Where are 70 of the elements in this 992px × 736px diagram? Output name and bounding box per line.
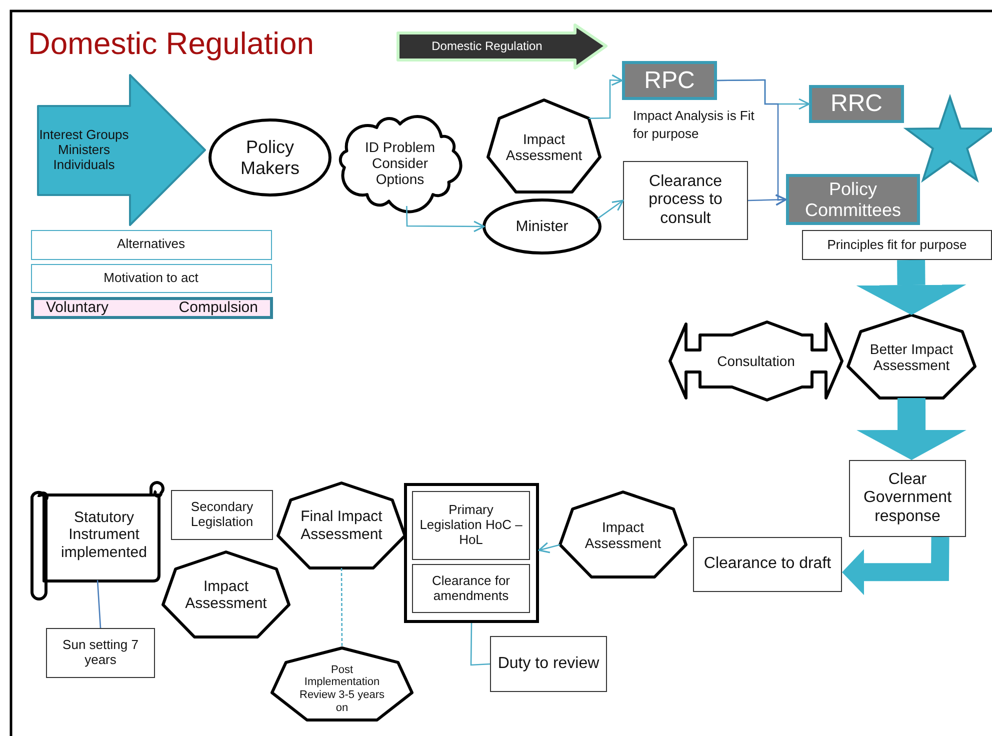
- banner: [397, 24, 608, 69]
- process-box: [809, 85, 904, 123]
- connector-line: [470, 623, 490, 666]
- heptagon-node: [488, 100, 600, 192]
- node-label: Motivation to act: [104, 270, 198, 286]
- arrow: [597, 200, 624, 220]
- heptagon-node: [163, 552, 289, 637]
- node-label: Alternatives: [117, 237, 185, 252]
- node-label: Final Impact Assessment: [300, 508, 384, 543]
- arrow: [406, 206, 485, 232]
- node-label: Statutory Instrument implemented: [60, 509, 148, 561]
- group-box: [404, 483, 539, 623]
- node-label: Consultation: [717, 352, 795, 370]
- process-box: [490, 636, 607, 692]
- node-label: Minister: [516, 218, 568, 236]
- process-box: [802, 230, 992, 260]
- double-arrow-node: [670, 322, 842, 400]
- connector-line: [340, 568, 343, 648]
- process-box: [171, 490, 273, 540]
- node-label: Clear Government response: [862, 470, 953, 526]
- node-label: Post Implementation Review 3-5 years on: [298, 664, 386, 714]
- node-label: RPC: [644, 66, 695, 94]
- block-arrow-connector: [856, 398, 967, 460]
- arrow: [748, 194, 787, 206]
- scroll-node: [30, 483, 165, 600]
- process-box: [412, 491, 530, 560]
- process-box: [693, 537, 842, 592]
- text-panel: [38, 75, 205, 225]
- node-label: Compulsion: [178, 299, 258, 317]
- node-label: Impact Assessment: [504, 130, 584, 164]
- process-box: [623, 161, 748, 240]
- title: Domestic Regulation: [28, 26, 314, 62]
- arrow: [538, 542, 560, 554]
- node-label: Primary Legislation HoC – HoL: [418, 503, 524, 548]
- text-box: [31, 230, 272, 260]
- node-label: Secondary Legislation: [190, 500, 254, 530]
- connector-line: [96, 580, 102, 628]
- node-label: Principles fit for purpose: [827, 238, 967, 252]
- ellipse-node: [484, 200, 600, 253]
- node-label: Impact Assessment: [584, 518, 662, 552]
- process-box: [849, 460, 966, 537]
- node-label: Domestic Regulation: [432, 40, 542, 54]
- arrow: [717, 79, 787, 206]
- node-label: Duty to review: [498, 654, 600, 674]
- block-arrow-connector: [842, 536, 950, 596]
- node-label: Impact Assessment: [184, 578, 268, 612]
- note-text: Impact Analysis is Fit for purpose: [633, 107, 756, 144]
- node-label: Policy Makers: [239, 136, 300, 178]
- heptagon-node: [278, 483, 405, 568]
- arrow: [588, 74, 623, 120]
- process-box: [786, 174, 920, 225]
- heptagon-node: [272, 648, 412, 720]
- text-box: [31, 264, 272, 293]
- node-label: Sun setting 7 years: [62, 638, 140, 668]
- node-label: RRC: [830, 90, 882, 118]
- process-box: [46, 628, 155, 678]
- node-label: Clearance to draft: [704, 555, 832, 574]
- ellipse-node: [210, 120, 330, 195]
- node-label: Policy Committees: [804, 178, 902, 220]
- process-box: [412, 564, 530, 613]
- node-label: Better Impact Assessment: [868, 340, 954, 374]
- scale-bar: [31, 297, 273, 319]
- node-label: Voluntary: [46, 299, 109, 317]
- block-arrow-connector: [856, 260, 966, 315]
- heptagon-node: [848, 315, 975, 398]
- node-label: Clearance for amendments: [430, 574, 512, 604]
- node-label: Clearance process to consult: [648, 172, 724, 228]
- heptagon-node: [560, 492, 686, 577]
- node-label: Interest Groups Ministers Individuals: [38, 128, 130, 173]
- node-label: ID Problem Consider Options: [364, 138, 436, 188]
